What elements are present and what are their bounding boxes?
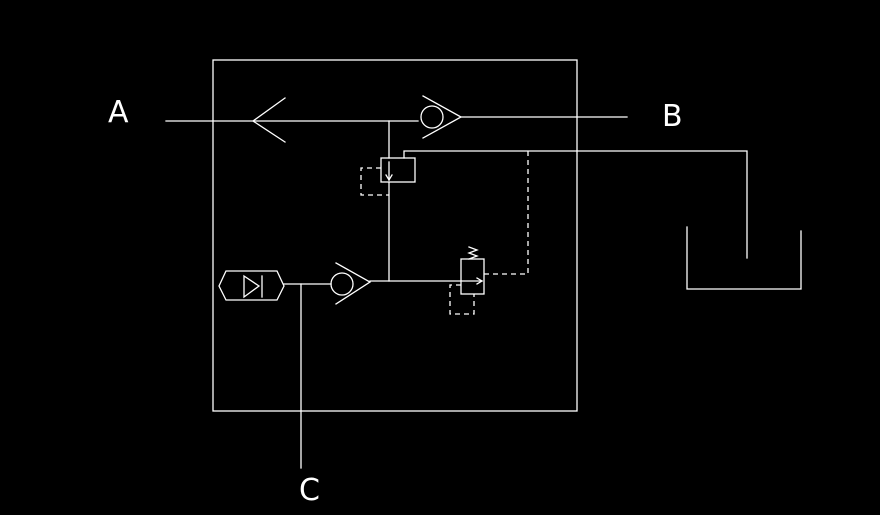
pilot-valve-drain <box>360 167 389 196</box>
port-a-connector <box>251 97 286 143</box>
pilot-valve-arrow-head <box>385 174 393 182</box>
port-label-c: C <box>299 473 320 508</box>
tank <box>686 226 802 290</box>
port-label-a: A <box>108 95 129 130</box>
relief-valve-spring <box>467 246 479 260</box>
filter-element <box>218 270 285 301</box>
relief-valve-pilot-line <box>484 151 529 275</box>
check-valve-b-seat <box>422 95 463 139</box>
tank-return-line <box>403 150 748 259</box>
relief-valve-body <box>460 258 485 295</box>
relief-valve-drain <box>449 284 475 315</box>
pilot-valve-body <box>380 157 416 183</box>
relief-valve-arrow-head <box>476 277 484 285</box>
check-valve-b <box>420 95 463 139</box>
relief-valve <box>449 151 529 315</box>
check-valve-c-ball <box>330 272 354 296</box>
filter-flow-arrow <box>243 274 261 299</box>
check-valve-b-ball <box>420 105 444 129</box>
pilot-operated-valve <box>360 157 416 196</box>
filter-housing <box>218 270 285 301</box>
manifold-block-outline <box>212 59 578 412</box>
port-label-b: B <box>662 99 683 134</box>
check-valve-c <box>330 262 372 305</box>
check-valve-c-seat <box>335 262 372 305</box>
